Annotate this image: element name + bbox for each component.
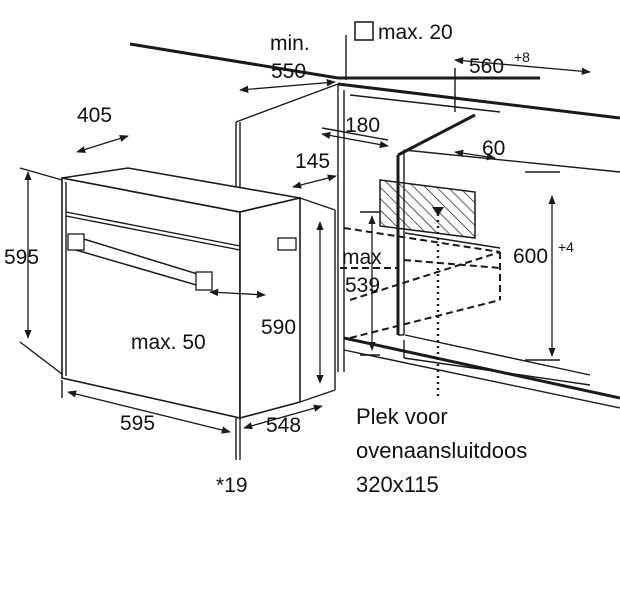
oven-body — [61, 167, 336, 420]
cabinet-outline — [129, 35, 620, 409]
dim-19: *19 — [216, 474, 248, 497]
dim-595-width: 595 — [120, 412, 155, 435]
dim-539: 539 — [345, 274, 380, 297]
dim-405: 405 — [77, 104, 112, 127]
square-symbol — [354, 21, 374, 41]
dim-180: 180 — [345, 114, 380, 137]
dim-590: 590 — [261, 316, 296, 339]
note-line-1: Plek voor — [356, 404, 448, 429]
dim-560-tolerance: +8 — [514, 49, 530, 65]
note-line-2: ovenaansluitdoos — [356, 438, 527, 463]
dim-600: 600 — [513, 245, 548, 268]
note-line-3: 320x115 — [356, 472, 439, 497]
dim-550: 550 — [271, 60, 306, 83]
dimension-arrows — [19, 57, 591, 460]
dim-145: 145 — [295, 150, 330, 173]
connection-box-area — [379, 179, 476, 239]
dim-548: 548 — [266, 414, 301, 437]
dim-60: 60 — [482, 137, 505, 160]
dim-600-tolerance: +4 — [558, 239, 574, 255]
connection-box-note: Plek voor ovenaansluitdoos 320x115 — [356, 404, 527, 497]
dim-max: max — [342, 246, 382, 269]
dim-595-height: 595 — [4, 246, 39, 269]
dim-min: min. — [270, 32, 310, 55]
dim-max-50: max. 50 — [131, 331, 206, 354]
dim-max-20: max. 20 — [378, 21, 453, 44]
dim-560: 560 — [469, 55, 504, 78]
max-20-label: max. 20 — [354, 21, 453, 44]
